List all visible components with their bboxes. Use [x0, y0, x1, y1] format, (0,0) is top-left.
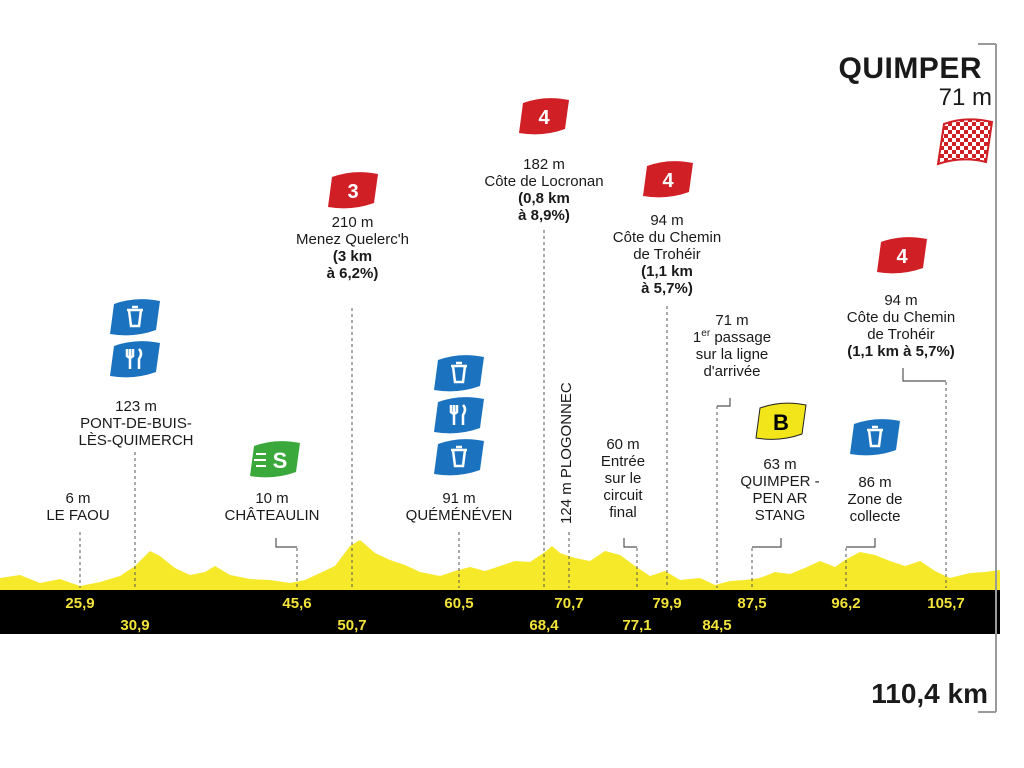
finish-name: QUIMPER [838, 52, 982, 85]
collection-zone-icon [432, 438, 486, 476]
place-label-quemeneven: 91 m QUÉMÉNÉVEN [405, 490, 513, 524]
km-marker: 50,7 [337, 617, 367, 634]
bonus-badge: B [754, 402, 808, 440]
checkered-flag-icon [936, 118, 994, 166]
climb-badge-locronan: 4 [517, 97, 571, 135]
sprint-badge-letter: S [273, 448, 288, 473]
km-marker: 96,2 [831, 595, 861, 612]
place-label-circuit-entry: 60 m Entrée sur le circuit final [600, 436, 646, 521]
collection-zone-icon [848, 418, 902, 456]
collection-zone-icon [108, 298, 162, 336]
place-label-collection-zone: 86 m Zone de collecte [847, 474, 903, 525]
place-label-pont-de-buis: 123 m PONT-DE-BUIS- LÈS-QUIMERCH [78, 398, 194, 449]
km-marker: 70,7 [554, 595, 584, 612]
climb-label-troheir-1: 94 m Côte du Chemin de Trohéir (1,1 km à… [612, 212, 722, 297]
climb-badge-menez: 3 [326, 171, 380, 209]
climb-category-troheir-2: 4 [896, 246, 908, 268]
climb-category-locronan: 4 [538, 107, 550, 129]
bracket-troheir-2 [902, 368, 946, 382]
climb-category-menez: 3 [347, 181, 358, 203]
place-label-le-faou: 6 m LE FAOU [46, 490, 110, 524]
bracket-lines [275, 368, 946, 548]
km-marker: 79,9 [652, 595, 682, 612]
climb-category-troheir-1: 4 [662, 170, 674, 192]
climb-badge-troheir-2: 4 [875, 236, 929, 274]
km-marker: 30,9 [120, 617, 150, 634]
leader-lines [79, 230, 947, 588]
km-marker: 68,4 [529, 617, 559, 634]
place-label-plogonnec: 124 m PLOGONNEC [558, 382, 575, 524]
climb-label-locronan: 182 m Côte de Locronan (0,8 km à 8,9%) [484, 156, 604, 224]
bracket-first-passage [717, 398, 731, 407]
finish-altitude: 71 m [938, 84, 992, 111]
km-marker: 84,5 [702, 617, 732, 634]
first-passage-ordinal: 1 [692, 329, 702, 346]
km-marker: 87,5 [737, 595, 767, 612]
collection-zone-icon [432, 354, 486, 392]
first-passage-rest: passage [710, 329, 772, 346]
feed-zone-icon [108, 340, 162, 378]
first-passage-label: 71 m 1er passage sur la ligne d'arrivée [692, 312, 772, 380]
climb-badge-troheir-1: 4 [641, 160, 695, 198]
bracket-chateaulin [275, 538, 297, 548]
km-marker: 45,6 [282, 595, 312, 612]
terrain-area [0, 540, 1000, 590]
place-label-pen-ar-stang: 63 m QUIMPER - PEN AR STANG [740, 456, 820, 524]
bonus-badge-letter: B [773, 410, 789, 435]
first-passage-ordinal-sup: er [701, 328, 711, 339]
climb-label-troheir-2: 94 m Côte du Chemin de Trohéir (1,1 km à… [846, 292, 956, 360]
distance-band [0, 590, 1000, 634]
km-marker: 77,1 [622, 617, 652, 634]
bracket-circuit-entry [623, 538, 637, 548]
climb-label-menez: 210 m Menez Quelerc'h (3 km à 6,2%) [296, 214, 409, 282]
bracket-pen-ar-stang [752, 538, 782, 548]
km-marker: 105,7 [927, 595, 965, 612]
sprint-badge: S [248, 440, 302, 478]
place-label-chateaulin: 10 m CHÂTEAULIN [224, 490, 320, 524]
km-marker: 60,5 [444, 595, 474, 612]
bracket-collection [846, 538, 876, 548]
feed-zone-icon [432, 396, 486, 434]
km-marker: 25,9 [65, 595, 95, 612]
total-distance: 110,4 km [871, 678, 988, 709]
